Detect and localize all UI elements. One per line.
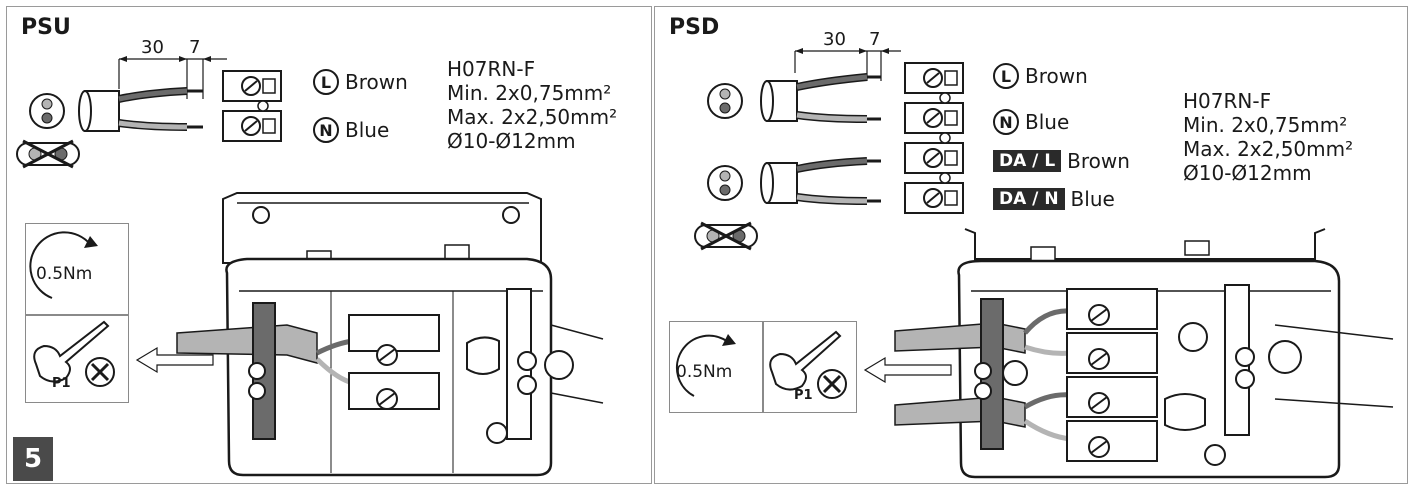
psu-cable-prep-drawing bbox=[16, 56, 227, 169]
psu-title: PSU bbox=[21, 15, 71, 40]
psu-pull-arrow bbox=[135, 346, 214, 374]
psu-wire-n-label: N Blue bbox=[313, 117, 389, 143]
psd-dal-badge: DA / L bbox=[993, 150, 1062, 172]
rotate-arrow-icon bbox=[675, 334, 736, 397]
psu-junction-box-drawing bbox=[176, 192, 604, 477]
psd-torque-value: 0.5Nm bbox=[676, 362, 733, 382]
psu-spec-max: Max. 2x2,50mm² bbox=[447, 105, 618, 129]
step-number-badge: 5 bbox=[13, 437, 53, 481]
psd-screwdriver-label: P1 bbox=[794, 388, 813, 403]
psu-dim-end: 7 bbox=[189, 37, 201, 58]
psu-n-color: Blue bbox=[345, 118, 390, 142]
psu-l-color: Brown bbox=[345, 70, 408, 94]
psu-torque-box: 0.5Nm bbox=[25, 223, 129, 315]
psd-dan-badge: DA / N bbox=[993, 188, 1065, 210]
psu-cable-spec: H07RN-F Min. 2x0,75mm² Max. 2x2,50mm² Ø1… bbox=[447, 57, 617, 153]
psu-screwdriver-label: P1 bbox=[52, 376, 71, 391]
psu-spec-min: Min. 2x0,75mm² bbox=[447, 81, 612, 105]
psd-dim-strip: 30 bbox=[823, 29, 846, 50]
psd-screwdriver-box: P1 bbox=[763, 321, 857, 413]
psd-spec-min: Min. 2x0,75mm² bbox=[1183, 113, 1348, 137]
psd-l-color: Brown bbox=[1025, 64, 1088, 88]
psd-terminal-block bbox=[904, 62, 964, 214]
psu-dim-strip: 30 bbox=[141, 37, 164, 58]
psu-wire-l-label: L Brown bbox=[313, 69, 408, 95]
psd-spec-diameter: Ø10-Ø12mm bbox=[1183, 161, 1312, 185]
psd-wire-l-label: L Brown bbox=[993, 63, 1088, 89]
psd-spec-max: Max. 2x2,50mm² bbox=[1183, 137, 1354, 161]
screwdriver-icon bbox=[33, 320, 115, 387]
psu-spec-diameter: Ø10-Ø12mm bbox=[447, 129, 576, 153]
psd-dim-end: 7 bbox=[869, 29, 881, 50]
psd-pull-arrow bbox=[863, 356, 952, 384]
psd-dal-color: Brown bbox=[1067, 149, 1130, 173]
psd-dan-color: Blue bbox=[1070, 187, 1115, 211]
psd-cable-prep-drawing bbox=[694, 48, 901, 251]
psd-wire-dal-label: DA / L Brown bbox=[993, 149, 1130, 173]
psu-terminal-block bbox=[222, 70, 282, 142]
psd-n-letter: N bbox=[993, 109, 1019, 135]
psd-wire-n-label: N Blue bbox=[993, 109, 1069, 135]
psu-panel: PSU 30 7 bbox=[6, 6, 652, 484]
rotate-arrow-icon bbox=[29, 231, 98, 299]
screwdriver-icon bbox=[769, 330, 847, 399]
psu-l-letter: L bbox=[313, 69, 339, 95]
psd-junction-box-drawing bbox=[894, 228, 1394, 479]
psd-wire-dan-label: DA / N Blue bbox=[993, 187, 1115, 211]
psd-l-letter: L bbox=[993, 63, 1019, 89]
psd-spec-type: H07RN-F bbox=[1183, 89, 1272, 113]
psd-title: PSD bbox=[669, 15, 720, 40]
psu-n-letter: N bbox=[313, 117, 339, 143]
psd-panel: PSD 30 7 bbox=[654, 6, 1408, 484]
psd-cable-spec: H07RN-F Min. 2x0,75mm² Max. 2x2,50mm² Ø1… bbox=[1183, 89, 1353, 185]
psd-n-color: Blue bbox=[1025, 110, 1070, 134]
psu-torque-value: 0.5Nm bbox=[36, 264, 93, 284]
psu-spec-type: H07RN-F bbox=[447, 57, 536, 81]
psd-torque-box: 0.5Nm bbox=[669, 321, 763, 413]
psu-screwdriver-box: P1 bbox=[25, 315, 129, 403]
